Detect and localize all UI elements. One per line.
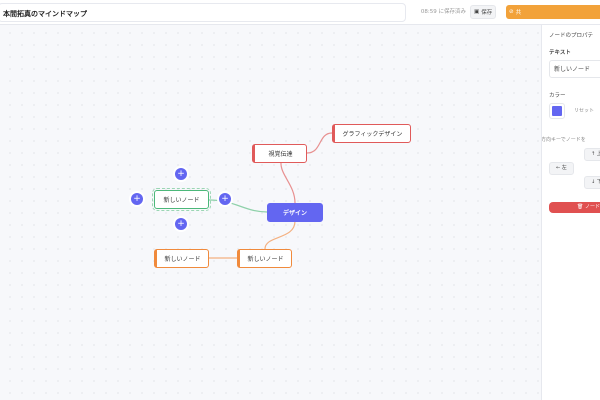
keyboard-hint: 方向キーでノードを — [541, 137, 586, 143]
move-down-button[interactable]: ↓ 下 — [584, 176, 600, 189]
move-left-button[interactable]: ← 左 — [549, 162, 574, 175]
map-title-input[interactable]: 本間拓真のマインドマップ — [0, 3, 406, 22]
save-button[interactable]: ▣保存 — [470, 5, 497, 19]
panel-title: ノードのプロパテ — [549, 33, 594, 39]
text-label: テキスト — [549, 50, 571, 56]
top-bar: 本間拓真のマインドマップ 08:59 に保存済み ▣保存 ⊘共 — [0, 0, 600, 25]
properties-panel: ノードのプロパテ テキスト 新しいノード カラー リセット 方向キーでノードを … — [541, 25, 600, 400]
add-node-up-button[interactable]: + — [175, 168, 187, 180]
save-label: 保存 — [481, 10, 493, 16]
edge-root-lower — [264, 220, 296, 250]
node-lower-left[interactable]: 新しいノード — [154, 249, 209, 268]
color-picker[interactable] — [549, 103, 565, 119]
add-node-left-button[interactable]: + — [131, 193, 143, 205]
node-lower-right[interactable]: 新しいノード — [237, 249, 292, 268]
reset-color-button[interactable]: リセット — [574, 108, 595, 114]
share-button[interactable]: ⊘共 — [506, 5, 600, 19]
save-icon: ▣ — [474, 9, 480, 15]
edge-root-visual — [280, 161, 296, 204]
color-swatch — [552, 106, 562, 116]
add-node-down-button[interactable]: + — [175, 218, 187, 230]
move-up-button[interactable]: ↑ 上 — [584, 148, 600, 161]
delete-label: ノード — [584, 204, 600, 210]
share-label: 共 — [515, 10, 522, 16]
trash-icon: 🗑 — [577, 204, 584, 210]
node-graphic[interactable]: グラフィックデザイン — [332, 124, 411, 143]
add-node-right-button[interactable]: + — [219, 193, 231, 205]
edge-root-selected — [208, 199, 268, 213]
node-text-input[interactable]: 新しいノード — [549, 60, 600, 78]
delete-node-button[interactable]: 🗑 ノード — [549, 202, 600, 213]
edge-visual-graphic — [306, 132, 333, 154]
node-visual[interactable]: 視覚伝達 — [252, 144, 307, 163]
node-selected[interactable]: 新しいノード — [152, 188, 211, 211]
node-root[interactable]: デザイン — [267, 203, 323, 222]
color-label: カラー — [549, 93, 566, 99]
share-icon: ⊘ — [509, 9, 514, 15]
edges — [208, 132, 333, 259]
save-status: 08:59 に保存済み — [420, 9, 466, 15]
